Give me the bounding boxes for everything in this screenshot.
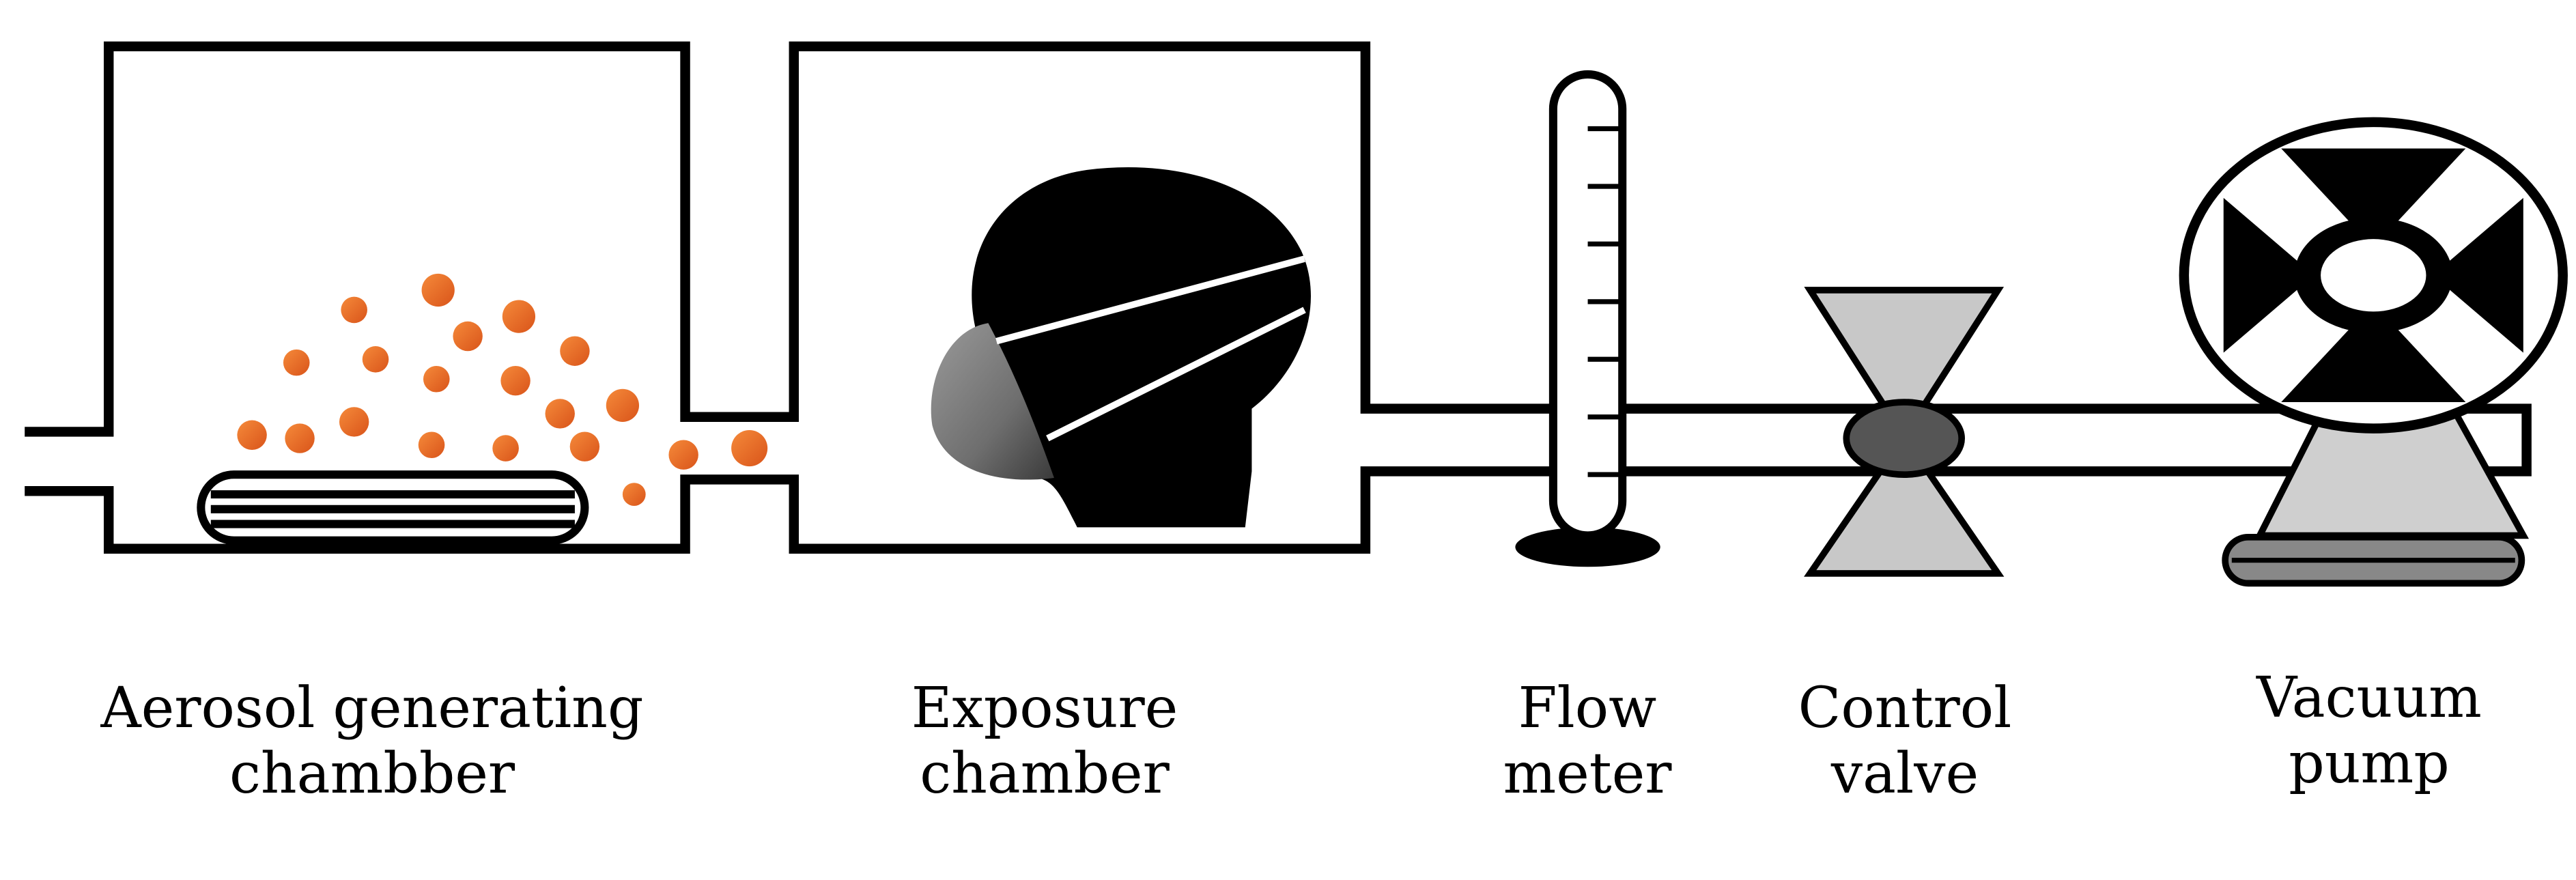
vacuum-pump	[2179, 117, 2568, 587]
label-exposure-chamber: Exposure chamber	[867, 676, 1222, 807]
label-aerosol-generating-chamber: Aerosol generating chambber	[27, 676, 717, 807]
label-valve-line1: Control	[1798, 676, 2012, 741]
label-flow-line2: meter	[1503, 741, 1672, 806]
label-pump-line2: pump	[2289, 730, 2450, 796]
label-valve-line2: valve	[1830, 741, 1979, 806]
label-aerosol-line1: Aerosol generating	[100, 676, 644, 741]
aerosol-chamber-outline	[25, 41, 2532, 554]
label-pump-line1: Vacuum	[2256, 666, 2482, 730]
aerosol-particles	[237, 273, 768, 506]
nebulizer-plate	[197, 470, 589, 545]
control-valve	[1804, 287, 2005, 577]
label-flow-line1: Flow	[1518, 676, 1657, 741]
label-exposure-line2: chamber	[920, 741, 1170, 806]
label-aerosol-line2: chambber	[229, 741, 515, 806]
label-vacuum-pump: Vacuum pump	[2212, 666, 2526, 797]
label-exposure-line1: Exposure	[911, 676, 1178, 741]
head-with-mask	[931, 167, 1311, 528]
flow-meter	[1515, 70, 1660, 567]
label-control-valve: Control valve	[1755, 676, 2055, 807]
label-flow-meter: Flow meter	[1458, 676, 1717, 807]
